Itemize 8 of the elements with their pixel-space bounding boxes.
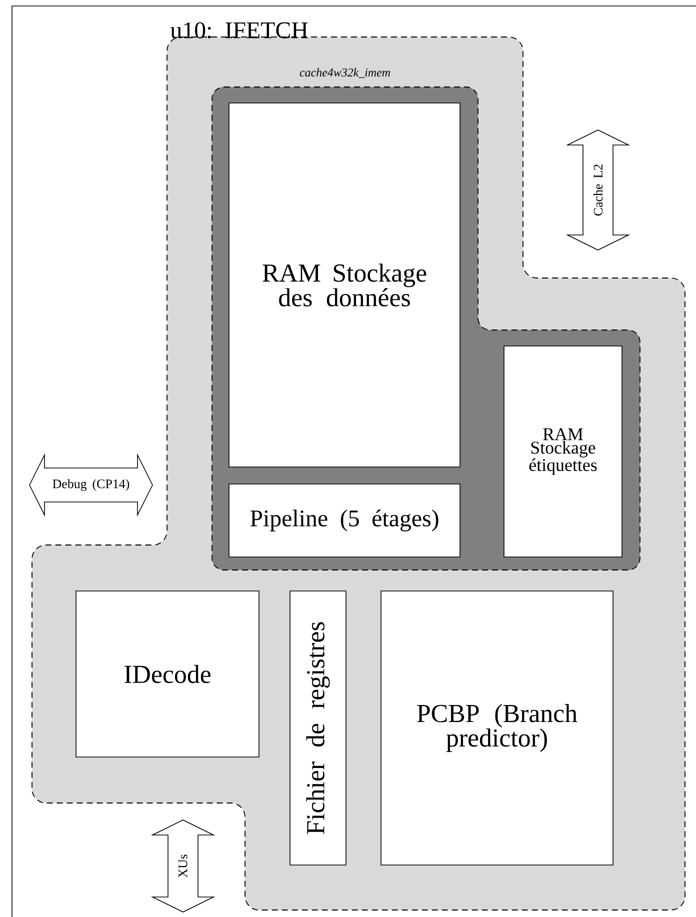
block-box: Fichier de registres bbox=[290, 590, 346, 866]
block-box: Pipeline (5 étages) bbox=[228, 484, 460, 558]
region-title: cache4w32k_imem bbox=[300, 68, 390, 78]
block-box: RAM Stockage des données bbox=[228, 102, 460, 468]
region-title: u10: IFETCH bbox=[170, 22, 308, 38]
block-box: RAM Stockage étiquettes bbox=[504, 346, 622, 558]
block-box: IDecode bbox=[76, 590, 260, 758]
block-box: PCBP (Branch predictor) bbox=[380, 590, 614, 866]
